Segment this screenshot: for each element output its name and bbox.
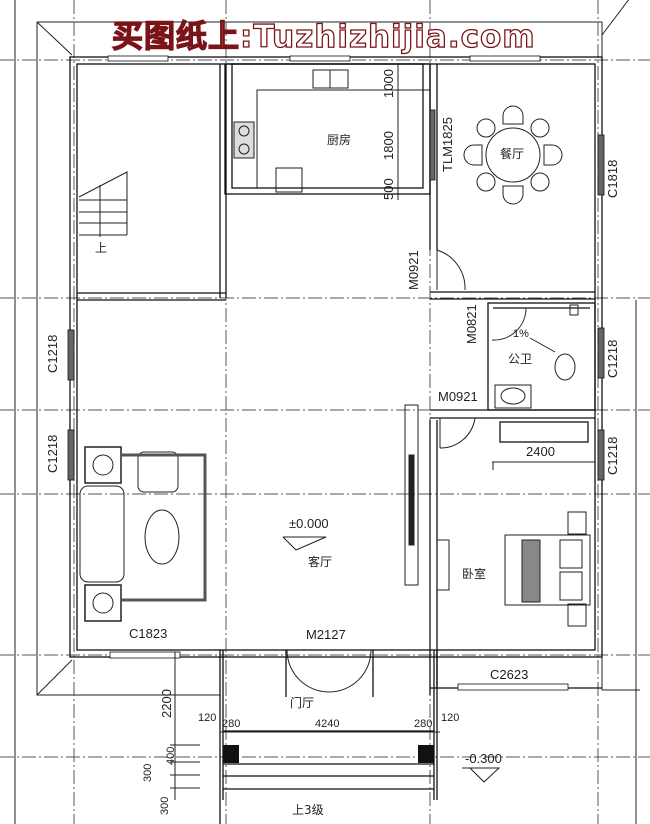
dim-porch-width: 4240 — [315, 718, 340, 730]
dim-porch-depth: 2200 — [159, 689, 174, 718]
stair-up-label: 上 — [95, 241, 108, 255]
dim-kitchen-1000: 1000 — [381, 69, 396, 98]
label-window-left-2: C1218 — [45, 434, 60, 473]
label-main-door: M2127 — [306, 627, 346, 642]
dim-left-column: 280 — [222, 718, 241, 730]
label-window-dining: C1818 — [605, 159, 620, 198]
dim-step-300-a: 300 — [142, 763, 154, 782]
dim-kitchen-1800: 1800 — [381, 131, 396, 160]
room-label-dining: 餐厅 — [500, 147, 525, 161]
room-label-kitchen: 厨房 — [327, 133, 352, 147]
room-label-bedroom: 卧室 — [462, 567, 487, 581]
dim-left-wall: 120 — [198, 712, 217, 724]
dim-wardrobe: 2400 — [526, 444, 555, 459]
slope-label: 1% — [513, 328, 529, 340]
floor-level: ±0.000 — [289, 516, 329, 531]
watermark: 买图纸上:Tuzhizhijia.com — [111, 19, 536, 55]
dim-step-300-b: 300 — [159, 796, 171, 815]
label-window-left-1: C1218 — [45, 334, 60, 373]
label-door-dining: M0921 — [406, 250, 421, 290]
label-window-living: C1823 — [129, 626, 168, 641]
outside-level: -0.300 — [465, 751, 502, 766]
dim-right-wall: 120 — [441, 712, 460, 724]
room-label-foyer: 门厅 — [290, 696, 315, 710]
room-label-living: 客厅 — [308, 555, 333, 569]
steps-note: 上3级 — [292, 803, 324, 817]
dim-right-column: 280 — [414, 718, 433, 730]
dim-step-400: 400 — [165, 746, 177, 765]
label-door-bedroom: M0921 — [438, 389, 478, 404]
label-window-toilet: C1218 — [605, 339, 620, 378]
label-sliding-door: TLM1825 — [440, 117, 455, 172]
room-label-toilet: 公卫 — [508, 352, 533, 366]
dim-kitchen-500: 500 — [381, 178, 396, 200]
label-window-bedroom: C2623 — [490, 667, 529, 682]
label-window-bedroom-side: C1218 — [605, 436, 620, 475]
label-door-toilet: M0821 — [464, 304, 479, 344]
